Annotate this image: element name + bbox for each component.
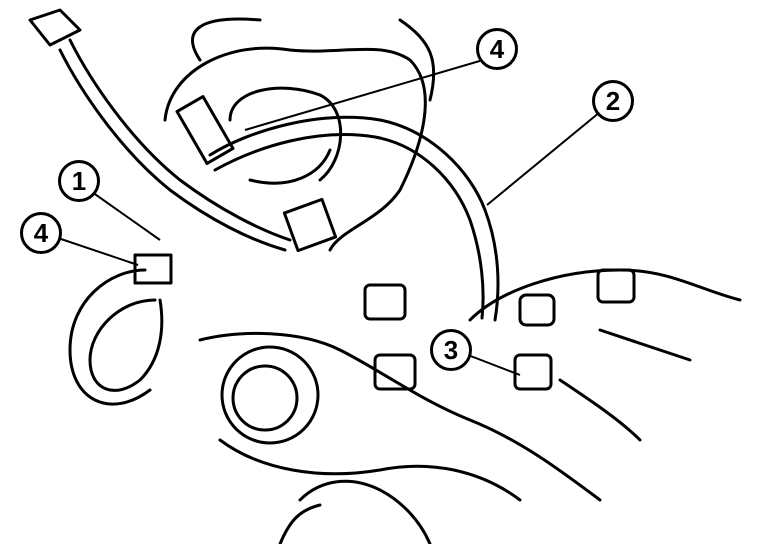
clamp-upper bbox=[175, 95, 235, 165]
sensor-harness bbox=[68, 268, 164, 406]
leader-2 bbox=[486, 111, 601, 206]
bleeder-bolt bbox=[596, 268, 636, 304]
brake-hose bbox=[208, 115, 500, 322]
bolt-1 bbox=[363, 283, 407, 321]
boot bbox=[278, 479, 432, 544]
strut-body bbox=[191, 17, 436, 102]
brake-tube bbox=[68, 38, 292, 242]
callout-1: 1 bbox=[58, 160, 100, 202]
hub-outline bbox=[228, 86, 343, 185]
leader-1 bbox=[91, 191, 161, 241]
leader-3 bbox=[467, 354, 521, 376]
caliper-cap bbox=[518, 293, 556, 327]
bolt-2 bbox=[373, 353, 417, 391]
bracket bbox=[282, 197, 338, 253]
arm-bushing-outer bbox=[220, 345, 320, 445]
leader-4-left bbox=[57, 237, 139, 266]
leader-4-top bbox=[244, 59, 484, 131]
knuckle-outline bbox=[163, 46, 427, 252]
callout-4-left: 4 bbox=[20, 212, 62, 254]
lower-arm bbox=[198, 331, 602, 502]
union-bolt bbox=[513, 353, 553, 391]
callout-4-top: 4 bbox=[476, 28, 518, 70]
brake-tube-inner bbox=[58, 48, 287, 252]
caliper-body bbox=[468, 268, 742, 442]
tube-fitting bbox=[28, 8, 82, 47]
clamp-left bbox=[133, 253, 173, 285]
callout-3: 3 bbox=[430, 329, 472, 371]
arm-bushing-inner bbox=[231, 364, 299, 432]
callout-2: 2 bbox=[592, 80, 634, 122]
brake-hose-inner bbox=[213, 133, 485, 320]
